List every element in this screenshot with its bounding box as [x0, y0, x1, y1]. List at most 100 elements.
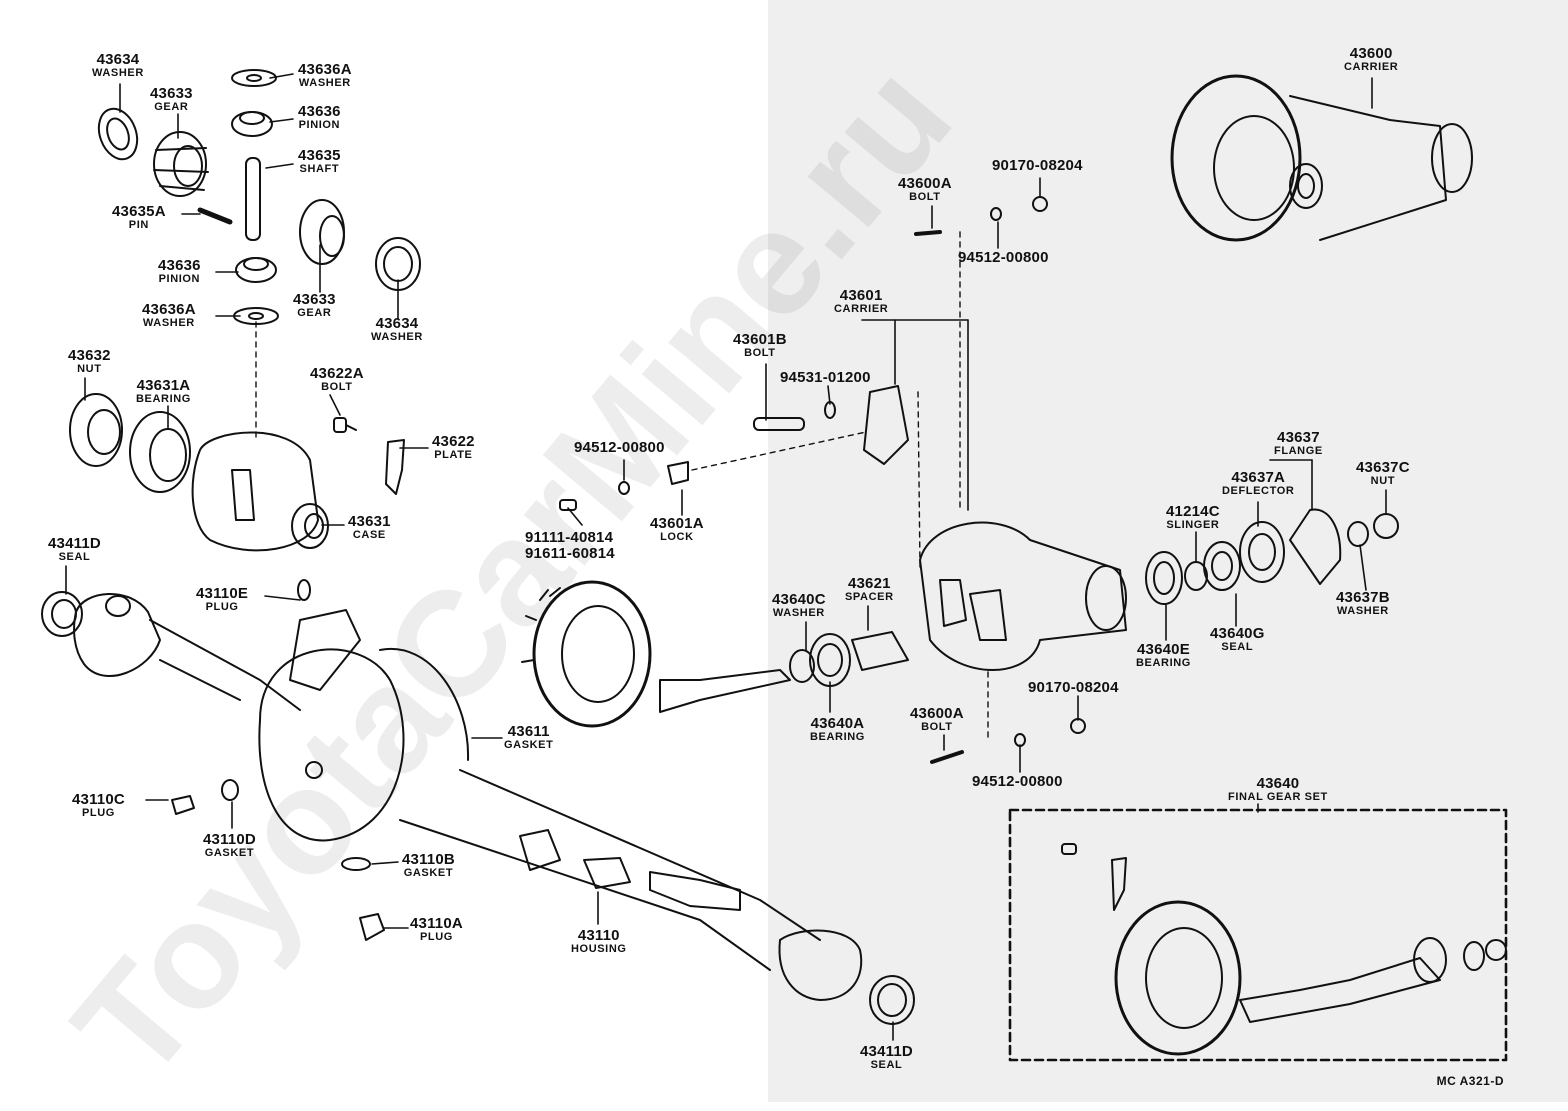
- callout-94512-00800-lower: 94512-00800: [972, 774, 1063, 789]
- callout-90170-08204-lower: 90170-08204: [1028, 680, 1119, 695]
- part-number: 91111-40814: [525, 529, 614, 546]
- callout-43640-final-gear-set: 43640 FINAL GEAR SET: [1228, 776, 1328, 803]
- part-name: WASHER: [1336, 605, 1389, 617]
- part-number: 43640G: [1210, 625, 1265, 642]
- leader-lines: [65, 73, 1387, 1041]
- part-number: 43637B: [1336, 589, 1390, 606]
- part-name: SEAL: [1221, 641, 1254, 653]
- part-name: WASHER: [371, 331, 423, 343]
- callout-43611-gasket: 43611 GASKET: [504, 724, 553, 751]
- part-number: 43110D: [203, 831, 256, 848]
- callout-43601-carrier: 43601 CARRIER: [834, 288, 888, 315]
- callout-43622A-bolt: 43622A BOLT: [310, 366, 364, 393]
- part-number: 94512-00800: [958, 249, 1049, 266]
- carrier-assembly-top: [1170, 74, 1473, 242]
- callout-43635A-pin: 43635A PIN: [112, 204, 166, 231]
- callout-43637A-deflector: 43637A DEFLECTOR: [1222, 470, 1294, 497]
- part-number: 43411D: [48, 535, 101, 552]
- part-name: SEAL: [870, 1059, 903, 1071]
- part-name: BOLT: [321, 381, 353, 393]
- callout-43637C-nut: 43637C NUT: [1356, 460, 1410, 487]
- part-name: GEAR: [297, 307, 332, 319]
- assembly-dash-lines: [255, 231, 1508, 1062]
- callout-43411D-seal-right: 43411D SEAL: [860, 1044, 913, 1071]
- part-number: 43411D: [860, 1043, 913, 1060]
- part-name: PLUG: [419, 931, 453, 943]
- part-number: 43622A: [310, 365, 364, 382]
- part-number: 43601: [839, 287, 883, 304]
- part-number: 43633: [150, 85, 193, 102]
- part-name: BOLT: [744, 347, 776, 359]
- callout-43631A-bearing: 43631A BEARING: [136, 378, 191, 405]
- part-name: BEARING: [1136, 657, 1191, 669]
- part-number: 43635A: [112, 203, 166, 220]
- part-number: 43640: [1256, 775, 1300, 792]
- part-number: 43631: [348, 513, 391, 530]
- callout-43600-carrier: 43600 CARRIER: [1344, 46, 1398, 73]
- callout-43634-washer: 43634 WASHER: [92, 52, 144, 79]
- part-number: 43600: [1349, 45, 1393, 62]
- callout-91111-40814: 91111-40814: [525, 530, 613, 545]
- part-name: GASKET: [204, 847, 255, 859]
- part-name: FLANGE: [1274, 445, 1323, 457]
- final-gear-set-contents: [1061, 843, 1507, 1056]
- part-number: 43635: [298, 147, 341, 164]
- part-name: PIN: [128, 219, 149, 231]
- part-number: 43636: [158, 257, 201, 274]
- part-number: 43600A: [910, 705, 964, 722]
- callout-43600A-bolt-lower: 43600A BOLT: [910, 706, 964, 733]
- part-number: 94512-00800: [972, 773, 1063, 790]
- part-name: WASHER: [298, 77, 351, 89]
- part-number: 43110: [577, 927, 620, 944]
- part-name: WASHER: [772, 607, 825, 619]
- part-name: SPACER: [845, 591, 894, 603]
- part-number: 90170-08204: [1028, 679, 1119, 696]
- part-name: GASKET: [504, 739, 554, 751]
- callout-41214C-slinger: 41214C SLINGER: [1166, 504, 1220, 531]
- part-number: 43637: [1277, 429, 1320, 446]
- callout-43411D-seal: 43411D SEAL: [48, 536, 101, 563]
- part-number: 43110E: [196, 585, 249, 602]
- part-name: NUT: [1370, 475, 1396, 487]
- part-name: PLATE: [434, 449, 473, 461]
- callout-43110D-gasket: 43110D GASKET: [203, 832, 256, 859]
- callout-43636-pinion-lower: 43636 PINION: [158, 258, 201, 285]
- callout-43636A-washer-lower: 43636A WASHER: [142, 302, 196, 329]
- part-name: LOCK: [660, 531, 694, 543]
- part-name: HOUSING: [571, 943, 627, 955]
- callout-43640C-washer: 43640C WASHER: [772, 592, 826, 619]
- callout-90170-08204: 90170-08204: [992, 158, 1083, 173]
- part-name: SEAL: [58, 551, 91, 563]
- callout-43601A-lock: 43601A LOCK: [650, 516, 704, 543]
- part-name: SLINGER: [1166, 519, 1220, 531]
- callout-94512-00800-top: 94512-00800: [958, 250, 1049, 265]
- part-number: 43110C: [72, 791, 125, 808]
- part-number: 43636: [298, 103, 341, 120]
- part-number: 43633: [293, 291, 336, 308]
- part-name: BEARING: [810, 731, 865, 743]
- callout-43110A-plug: 43110A PLUG: [410, 916, 463, 943]
- callout-43640G-seal: 43640G SEAL: [1210, 626, 1265, 653]
- callout-43633-gear-lower: 43633 GEAR: [293, 292, 336, 319]
- part-number: 91611-60814: [525, 545, 615, 562]
- part-number: 43636A: [298, 61, 352, 78]
- part-name: PINION: [158, 273, 201, 285]
- part-name: GEAR: [154, 101, 189, 113]
- carrier-center: [914, 196, 1127, 764]
- part-number: 43636A: [142, 301, 196, 318]
- part-number: 43632: [68, 347, 111, 364]
- part-number: 43634: [96, 51, 140, 68]
- part-name: BOLT: [909, 191, 941, 203]
- part-number: 43640C: [772, 591, 826, 608]
- callout-43601B-bolt: 43601B BOLT: [733, 332, 787, 359]
- part-name: BOLT: [921, 721, 953, 733]
- axle-housing: [41, 579, 915, 1025]
- callout-91611-60814: 91611-60814: [525, 546, 615, 561]
- callout-43110-housing: 43110 HOUSING: [571, 928, 627, 955]
- part-number: 43634: [375, 315, 419, 332]
- background-right-panel: [768, 0, 1568, 1102]
- part-number: 43631A: [136, 377, 191, 394]
- callout-43637-flange: 43637 FLANGE: [1274, 430, 1323, 457]
- callout-43110E-plug: 43110E PLUG: [196, 586, 248, 613]
- callout-43633-gear: 43633 GEAR: [150, 86, 193, 113]
